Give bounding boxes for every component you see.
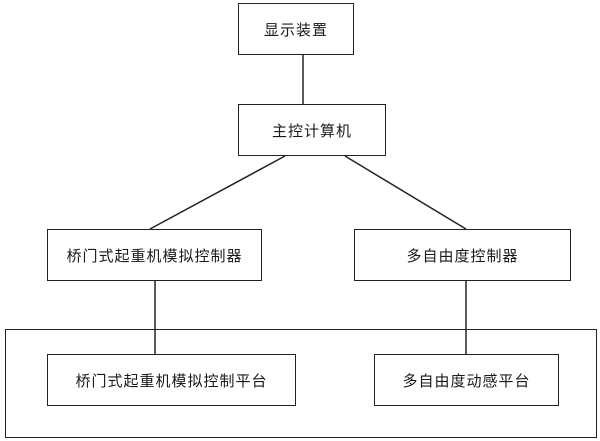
display-device-node: 显示装置 [238, 3, 354, 55]
dof-platform-label: 多自由度动感平台 [402, 371, 531, 390]
display-device-label: 显示装置 [263, 20, 328, 39]
edge-main-crane-controller [149, 155, 286, 230]
main-computer-label: 主控计算机 [271, 121, 352, 140]
dof-controller-label: 多自由度控制器 [406, 246, 519, 265]
main-computer-node: 主控计算机 [238, 104, 386, 156]
crane-platform-node: 桥门式起重机模拟控制平台 [47, 354, 296, 406]
crane-controller-node: 桥门式起重机模拟控制器 [47, 229, 262, 281]
edge-main-dof-controller [344, 155, 467, 230]
crane-platform-label: 桥门式起重机模拟控制平台 [75, 371, 268, 390]
platform-group-frame [5, 329, 597, 438]
dof-platform-node: 多自由度动感平台 [374, 354, 559, 406]
dof-controller-node: 多自由度控制器 [354, 229, 571, 281]
crane-controller-label: 桥门式起重机模拟控制器 [66, 246, 243, 265]
